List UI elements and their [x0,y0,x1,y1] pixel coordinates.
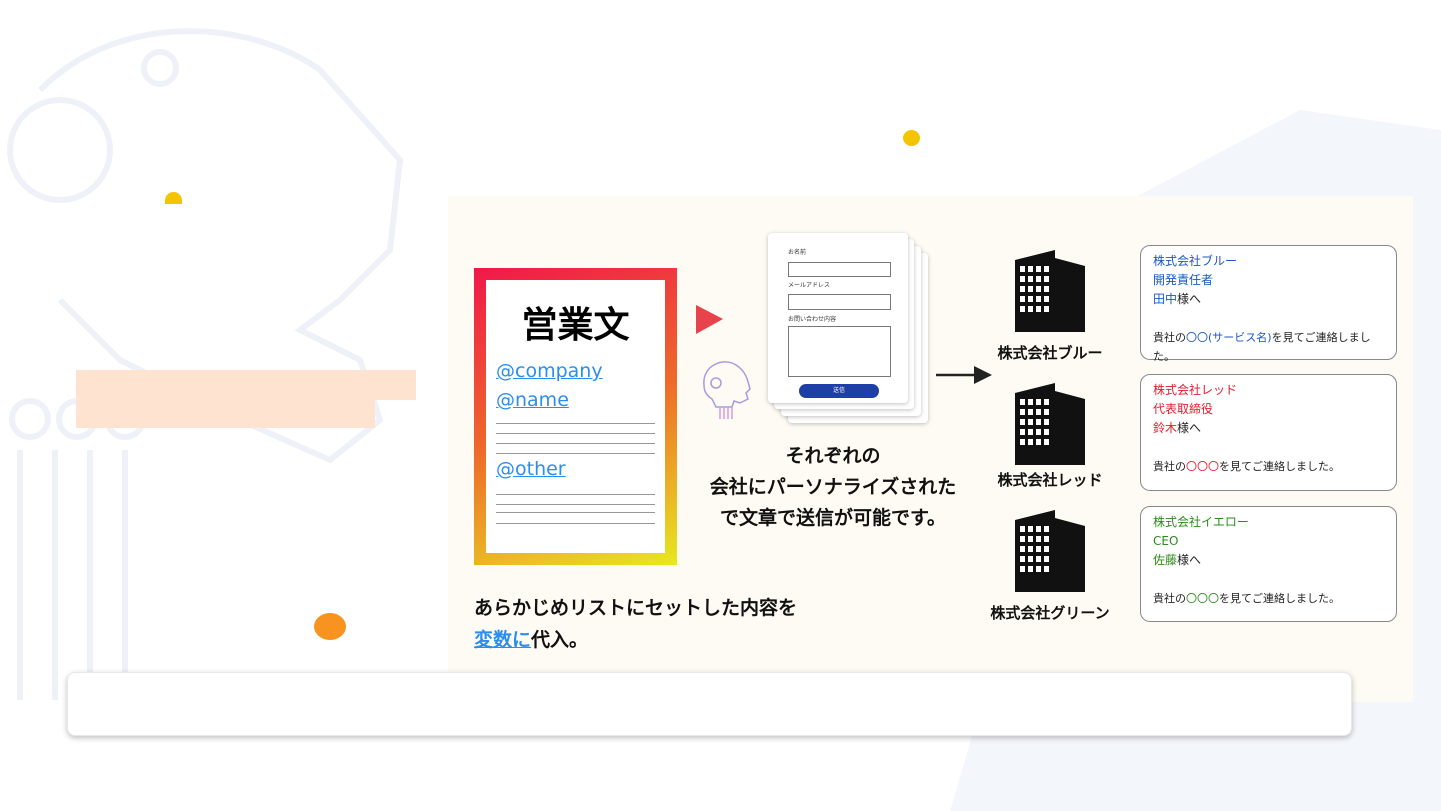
name-field [788,262,891,277]
card-msg: を見てご連絡しました。 [1219,460,1340,473]
name-label: お名前 [788,249,807,256]
redacted-text-block [76,399,375,428]
company-label: 株式会社レッド [997,471,1103,489]
play-triangle-icon [696,305,723,334]
email-label: メールアドレス [788,282,831,289]
card-msg-var: 〇〇〇 [1186,460,1219,473]
company-label: 株式会社グリーン [990,604,1110,622]
office-building-icon [1015,383,1085,465]
card-name: 佐藤 [1153,553,1178,567]
message-card-green: 株式会社イエロー CEO 佐藤様へ 貴社の〇〇〇を見てご連絡しました。 [1140,506,1397,622]
variable-name: @name [496,389,569,411]
sales-template-document: 営業文 @company @name @other [474,268,677,565]
card-honorific: 様へ [1177,421,1202,435]
contact-form: お名前 メールアドレス お問い合わせ内容 送信 [768,233,908,403]
redacted-text-block [76,370,416,400]
variable-other: @other [496,458,566,480]
highlight-text: 変数に [474,629,532,651]
caption-line: あらかじめリストにセットした内容を [474,597,798,619]
center-caption: それぞれの 会社にパーソナライズされた で文章で送信が可能です。 [683,441,983,534]
card-msg-var: 〇〇〇 [1186,592,1219,605]
yellow-dot [165,192,182,204]
card-msg: 貴社の [1153,592,1186,605]
card-title: CEO [1153,534,1179,548]
company-label: 株式会社ブルー [997,344,1103,362]
office-building-icon [1015,250,1085,332]
yellow-dot [903,130,920,146]
arrow-right-icon [936,366,992,384]
card-msg: 貴社の [1153,331,1186,344]
card-company: 株式会社ブルー [1153,254,1238,268]
bottom-caption: あらかじめリストにセットした内容を 変数に代入。 [474,592,797,656]
card-msg: を見てご連絡しました。 [1153,331,1371,363]
caption-line: 会社にパーソナライズされた [709,476,957,498]
inquiry-label: お問い合わせ内容 [788,316,837,323]
card-company: 株式会社イエロー [1153,515,1249,529]
variable-company: @company [496,360,603,382]
card-title: 代表取締役 [1153,402,1214,416]
document-title: 営業文 [521,305,630,346]
office-building-icon [1015,510,1085,592]
card-title: 開発責任者 [1153,273,1214,287]
caption-line: それぞれの [785,445,881,467]
card-msg-var: 〇〇(サービス名) [1186,331,1272,344]
email-field [788,294,891,310]
card-honorific: 様へ [1177,292,1202,306]
submit-button: 送信 [799,384,879,398]
ai-robot-head-icon [703,361,751,419]
caption-line: で文章で送信が可能です。 [719,507,947,529]
caption-line: 代入。 [531,629,589,651]
message-card-blue: 株式会社ブルー 開発責任者 田中様へ 貴社の〇〇(サービス名)を見てご連絡しまし… [1140,245,1397,363]
card-msg: を見てご連絡しました。 [1219,592,1340,605]
card-name: 田中 [1153,292,1178,306]
message-card-red: 株式会社レッド 代表取締役 鈴木様へ 貴社の〇〇〇を見てご連絡しました。 [1140,374,1397,491]
caption-bar [67,672,1352,736]
card-company: 株式会社レッド [1153,383,1238,397]
card-honorific: 様へ [1177,553,1202,567]
orange-dot [314,613,346,640]
card-msg: 貴社の [1153,460,1186,473]
inquiry-field [788,326,891,377]
card-name: 鈴木 [1153,421,1178,435]
